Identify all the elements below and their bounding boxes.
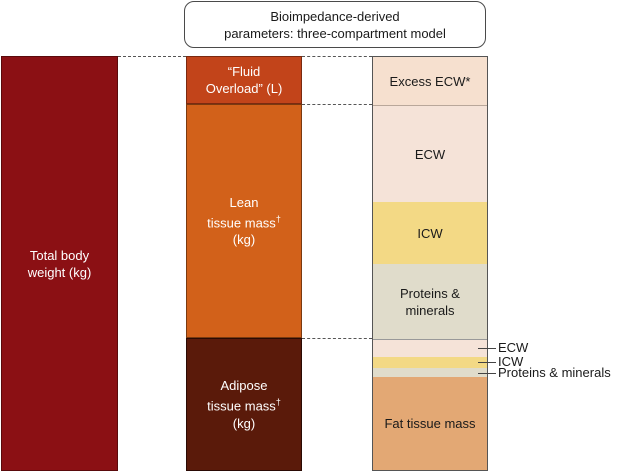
dashed-line-top-right	[302, 56, 372, 57]
title-box: Bioimpedance-derived parameters: three-c…	[184, 1, 486, 48]
lean-dagger: †	[275, 213, 281, 224]
title-line-1: Bioimpedance-derived	[270, 8, 400, 24]
adipose-line-2-text: tissue mass	[207, 398, 276, 414]
fat-tissue-mass-label: Fat tissue mass	[384, 416, 476, 431]
ecw-label: ECW	[414, 146, 446, 162]
callout-ecw-label: ECW	[498, 340, 529, 355]
adipose-ecw-strip	[373, 339, 487, 357]
callout-proteins-label: Proteins & minerals	[498, 365, 611, 380]
lean-line-3: (kg)	[232, 232, 256, 248]
total-body-weight-block: Total body weight (kg)	[1, 56, 118, 471]
adipose-line-1: Adipose	[220, 378, 268, 394]
icw-label: ICW	[417, 225, 443, 241]
fluid-overload-line-1: “Fluid	[227, 64, 261, 79]
fluid-overload-line-2: Overload” (L)	[205, 81, 283, 96]
proteins-line-1: Proteins &	[400, 285, 460, 301]
right-column	[372, 56, 488, 471]
ecw-block: ECW	[373, 105, 487, 202]
lean-line-2: tissue mass†	[207, 211, 281, 231]
title-line-2: parameters: three-compartment model	[224, 25, 446, 41]
adipose-line-2: tissue mass†	[207, 394, 281, 414]
callout-tick-ecw	[478, 348, 496, 349]
dashed-line-top-left	[118, 56, 186, 57]
adipose-icw-strip	[373, 357, 487, 368]
total-body-weight-line-1: Total body	[29, 247, 90, 263]
adipose-line-3: (kg)	[232, 415, 256, 431]
excess-ecw-block: Excess ECW*	[373, 57, 487, 105]
proteins-minerals-block: Proteins & minerals	[373, 264, 487, 339]
adipose-tissue-mass-block: Adipose tissue mass† (kg)	[186, 338, 302, 471]
adipose-dagger: †	[275, 397, 281, 408]
lean-line-2-text: tissue mass	[207, 215, 276, 231]
icw-block: ICW	[373, 202, 487, 264]
dashed-line-lean-adipose	[302, 338, 372, 339]
callout-tick-icw	[478, 362, 496, 363]
fluid-overload-block: “Fluid Overload” (L)	[186, 56, 302, 104]
fat-tissue-mass-block: Fat tissue mass	[373, 377, 487, 470]
proteins-line-2: minerals	[405, 302, 455, 318]
total-body-weight-line-2: weight (kg)	[27, 264, 92, 280]
adipose-proteins-strip	[373, 368, 487, 377]
callout-icw-label: ICW	[498, 354, 524, 369]
lean-tissue-mass-block: Lean tissue mass† (kg)	[186, 104, 302, 338]
lean-line-1: Lean	[229, 194, 259, 210]
dashed-line-fluid-lean	[302, 104, 372, 105]
callout-tick-proteins	[478, 373, 496, 374]
excess-ecw-label: Excess ECW*	[389, 73, 471, 89]
